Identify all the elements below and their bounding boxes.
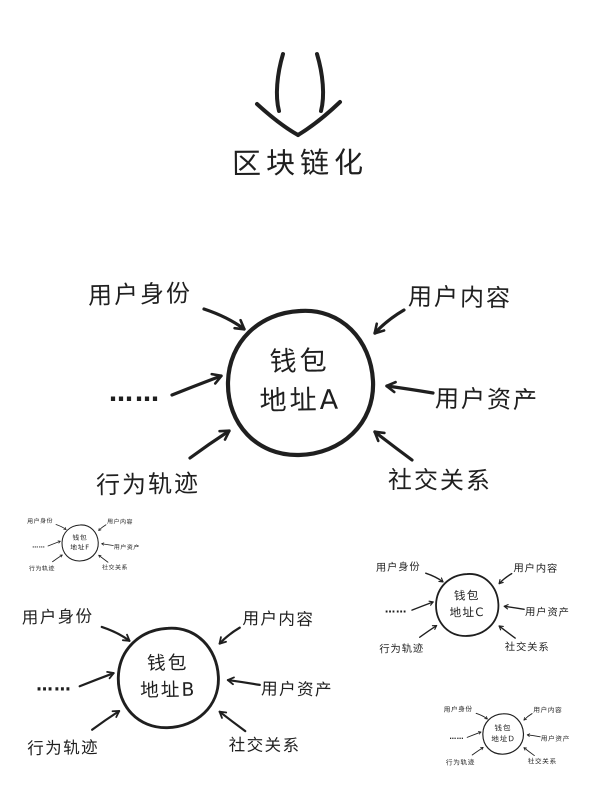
label-ellipsis: ……	[109, 379, 161, 407]
wallet-address-text: 钱包 地址D	[491, 722, 515, 744]
label-user-assets: 用户资产	[524, 605, 570, 619]
label-user-assets: 用户资产	[113, 543, 140, 551]
label-user-identity: 用户身份	[443, 704, 473, 714]
label-behavior-track: 行为轨迹	[28, 564, 56, 573]
wallet-line2: 地址D	[491, 734, 515, 744]
label-behavior-track: 行为轨迹	[445, 758, 476, 767]
label-user-assets: 用户资产	[434, 384, 540, 415]
label-user-identity: 用户身份	[26, 517, 54, 525]
label-user-identity: 用户身份	[87, 279, 193, 310]
wallet-line2: 地址A	[259, 384, 342, 418]
label-user-identity: 用户身份	[21, 606, 94, 628]
wallet-line1: 钱包	[494, 723, 512, 733]
label-user-content: 用户内容	[242, 608, 315, 630]
label-user-content: 用户内容	[513, 561, 559, 575]
wallet-line1: 钱包	[146, 652, 189, 675]
wallet-address-text: 钱包 地址F	[70, 533, 90, 553]
label-behavior-track: 行为轨迹	[95, 469, 201, 500]
label-user-assets: 用户资产	[540, 734, 570, 743]
wallet-line1: 钱包	[72, 533, 88, 542]
label-social-relations: 社交关系	[504, 640, 550, 654]
wallet-line2: 地址B	[139, 679, 197, 702]
page-title: 区块链化	[231, 145, 369, 181]
label-social-relations: 社交关系	[527, 757, 557, 766]
blockchainization-down-arrow-icon	[255, 52, 342, 137]
label-user-identity: 用户身份	[375, 560, 421, 574]
wallet-diagram-d: 钱包 地址D 用户身份 用户内容 …… 用户资产 行为轨迹 社交关系	[430, 695, 576, 773]
wallet-line1: 钱包	[453, 588, 480, 603]
label-ellipsis: ……	[32, 542, 46, 549]
label-user-content: 用户内容	[407, 282, 513, 313]
wallet-diagram-c: 钱包 地址C 用户身份 用户内容 …… 用户资产 行为轨迹 社交关系	[355, 545, 579, 665]
label-social-relations: 社交关系	[228, 735, 301, 756]
wallet-address-text: 钱包 地址B	[139, 649, 197, 704]
label-user-content: 用户内容	[106, 517, 134, 526]
wallet-line1: 钱包	[269, 345, 330, 378]
label-user-content: 用户内容	[533, 705, 563, 715]
label-social-relations: 社交关系	[101, 563, 129, 571]
wallet-line2: 地址F	[70, 543, 90, 552]
label-behavior-track: 行为轨迹	[27, 737, 100, 759]
wallet-diagram-a: 钱包 地址A 用户身份 用户内容 …… 用户资产 行为轨迹 社交关系	[40, 243, 560, 523]
wallet-address-text: 钱包 地址A	[259, 342, 342, 422]
wallet-line2: 地址C	[449, 605, 485, 620]
label-ellipsis: ……	[449, 732, 465, 741]
label-user-assets: 用户资产	[260, 679, 334, 700]
label-ellipsis: ……	[384, 603, 408, 616]
label-social-relations: 社交关系	[387, 466, 493, 495]
wallet-diagram-b: 钱包 地址B 用户身份 用户内容 …… 用户资产 行为轨迹 社交关系	[0, 581, 347, 774]
label-behavior-track: 行为轨迹	[379, 642, 425, 656]
label-ellipsis: ……	[36, 675, 73, 695]
wallet-address-text: 钱包 地址C	[449, 587, 485, 621]
wallet-diagram-f: 钱包 地址F 用户身份 用户内容 …… 用户资产 行为轨迹 社交关系	[15, 508, 145, 578]
